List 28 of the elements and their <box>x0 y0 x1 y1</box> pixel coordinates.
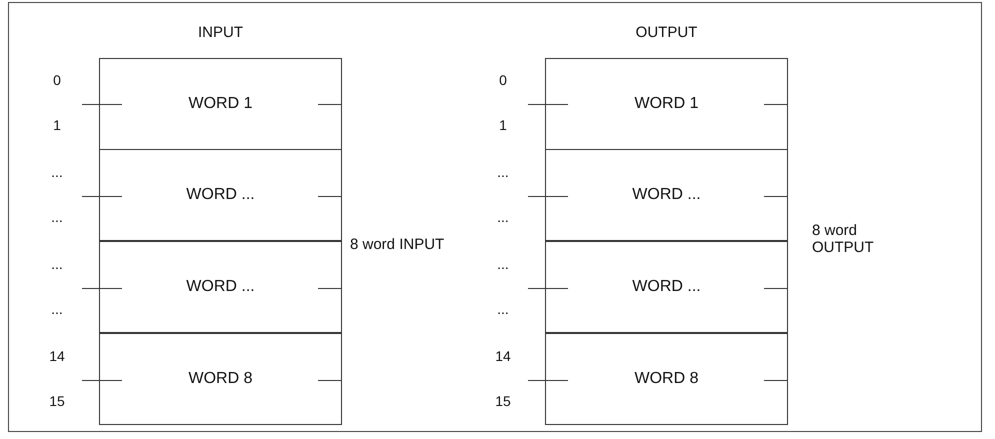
memory-word-box: WORD 8 <box>545 333 788 425</box>
bit-number: 1 <box>498 117 508 133</box>
bit-number: 14 <box>48 348 66 364</box>
bit-number: ... <box>496 301 510 317</box>
memory-word-box: WORD ... <box>99 241 342 333</box>
size-note: 8 word OUTPUT <box>812 222 875 256</box>
bit-number: 0 <box>52 72 62 88</box>
bit-number: ... <box>496 164 510 180</box>
column-heading: OUTPUT <box>634 24 698 41</box>
bit-number: 1 <box>52 117 62 133</box>
memory-word-box: WORD ... <box>545 241 788 333</box>
bit-number: ... <box>50 301 64 317</box>
bit-number: 15 <box>494 393 512 409</box>
memory-word-box: WORD 8 <box>99 333 342 425</box>
bit-number: ... <box>496 256 510 272</box>
bit-number: 14 <box>494 348 512 364</box>
size-note: 8 word INPUT <box>350 236 446 253</box>
bit-number: 15 <box>48 393 66 409</box>
memory-word-box: WORD 1 <box>99 58 342 150</box>
bit-number: ... <box>50 164 64 180</box>
memory-word-box: WORD ... <box>99 149 342 241</box>
bit-number: ... <box>50 209 64 225</box>
memory-word-box: WORD 1 <box>545 58 788 150</box>
bit-number: 0 <box>498 72 508 88</box>
bit-number: ... <box>50 256 64 272</box>
memory-word-box: WORD ... <box>545 149 788 241</box>
bit-number: ... <box>496 209 510 225</box>
column-heading: INPUT <box>197 24 244 41</box>
